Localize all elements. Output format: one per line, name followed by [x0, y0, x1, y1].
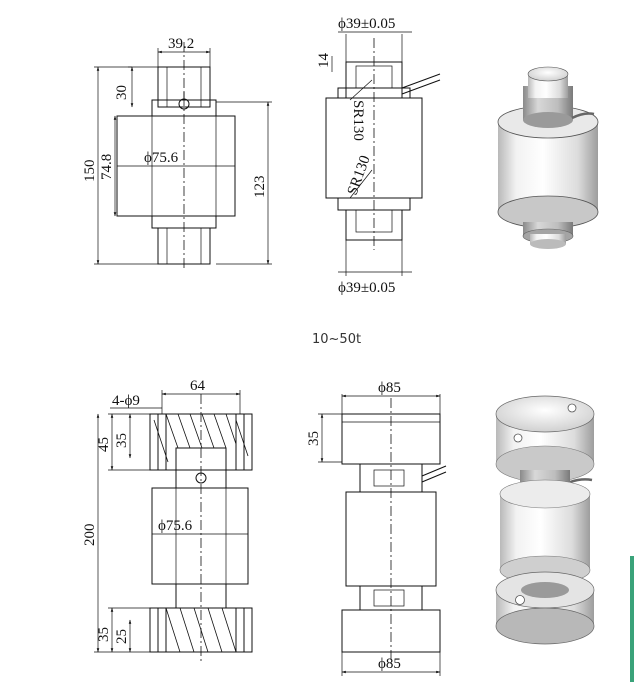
dim-base-total: 35 — [96, 627, 112, 642]
dim-total-height: 150 — [82, 160, 98, 183]
dim-top-height: 30 — [114, 85, 130, 100]
dim-flange-inner: 35 — [114, 433, 130, 448]
dim-flange-total: 45 — [96, 437, 112, 452]
top-side-view: ϕ39±0.05 14 SR130 SR130 ϕ39±0.05 — [316, 16, 441, 296]
dim-sr-bottom: SR130 — [345, 154, 374, 198]
dim-bottom-diameter: ϕ39±0.05 — [338, 280, 395, 296]
dim-top-width: 39.2 — [168, 36, 194, 52]
dim-right-height: 123 — [252, 176, 268, 199]
accent-bar — [630, 556, 634, 682]
bottom-side-view: ϕ85 35 ϕ85 — [306, 380, 447, 676]
dim-body-diameter-lower: ϕ75.6 — [158, 518, 193, 534]
range-caption: 10~50t — [312, 332, 361, 347]
bottom-load-cell-render — [495, 395, 595, 645]
dim-body-height: 74.8 — [99, 154, 115, 180]
dim-small: 14 — [316, 53, 332, 69]
bottom-front-view: 4-ϕ9 64 45 35 200 ϕ75.6 35 25 — [82, 378, 253, 662]
top-front-view: 39.2 30 150 74.8 ϕ75.6 123 — [82, 36, 272, 270]
dim-bolt-spacing: 64 — [190, 378, 206, 394]
dim-top-diameter: ϕ39±0.05 — [338, 16, 395, 32]
dim-top-diameter-85: ϕ85 — [378, 380, 401, 396]
dim-top-height-35: 35 — [306, 431, 322, 446]
dim-bottom-diameter-85: ϕ85 — [378, 656, 401, 672]
dim-body-diameter: ϕ75.6 — [144, 150, 179, 166]
dim-base-inner: 25 — [114, 629, 130, 644]
dim-total-height-200: 200 — [82, 524, 98, 547]
dim-holes: 4-ϕ9 — [112, 393, 140, 409]
top-load-cell-render — [497, 66, 599, 249]
dim-sr-top: SR130 — [350, 100, 366, 141]
